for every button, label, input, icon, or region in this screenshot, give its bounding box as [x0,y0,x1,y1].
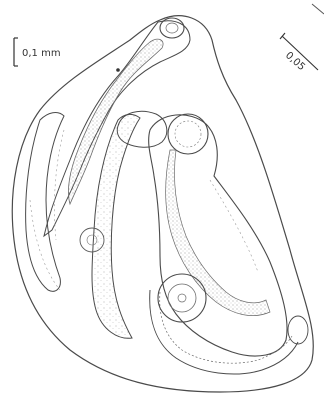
right-lobe-outline [149,115,287,356]
scale-bar-corner: 0,05 [280,4,324,73]
scale-bar-main-label: 0,1 mm [22,48,61,59]
upper-vesicle [168,114,208,154]
lower-vesicle [158,274,206,322]
marker-dot [116,68,120,72]
middle-band-stippled [92,114,140,338]
scale-bar-main: 0,1 mm [14,38,61,66]
scale-bar-corner-label: 0,05 [283,50,307,73]
outer-body-outline [12,16,313,392]
bottom-right-bulb [288,316,308,344]
